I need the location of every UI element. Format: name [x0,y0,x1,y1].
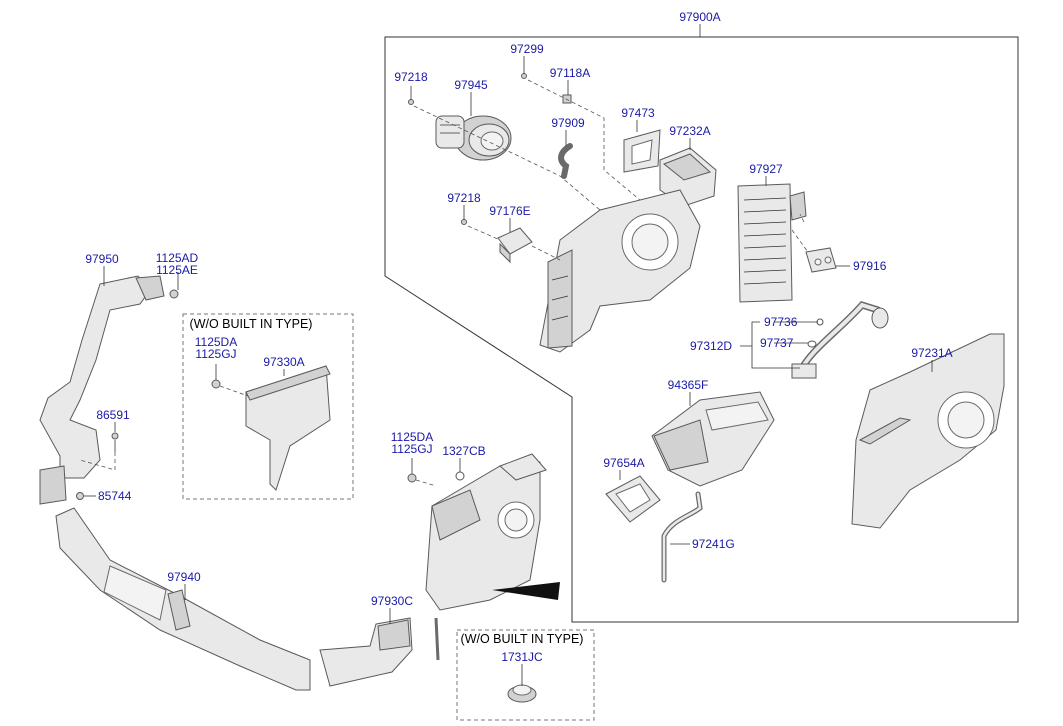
hose-97909 [558,143,573,179]
screw-97299 [521,73,527,79]
label-97299: 97299 [510,42,544,56]
label-1125DA-left: 1125DA [195,335,237,349]
grommet-1327CB [455,471,465,481]
label-97945: 97945 [454,78,488,92]
bolt-1125DA-right [407,473,437,487]
dash-assembly-2 [527,79,641,201]
label-97118A: 97118A [550,66,590,80]
pipe-97312D [791,300,889,379]
label-97312D: 97312D [690,339,732,353]
dash-assembly-5 [799,213,805,223]
blower-motor-97945 [435,115,512,161]
bracket-97330A [245,365,331,491]
label-97473: 97473 [621,106,655,120]
drain-pan-94365F [651,391,775,487]
case-right-half-97231A [851,333,1005,529]
screw-97218-top [408,99,414,105]
o-ring-97737 [807,340,817,348]
bolt-1125AD [169,289,179,299]
label-97916: 97916 [853,259,887,273]
assembly-boundary [384,36,1019,623]
label-97950: 97950 [85,252,119,266]
screw-97218-lower [461,219,467,225]
dash-86591 [79,452,116,471]
label-1125AE: 1125AE [156,263,198,277]
wo-built-in-box-bottom [456,629,595,721]
label-97736: 97736 [764,315,798,329]
note-wo-built-in-bottom: (W/O BUILT IN TYPE) [461,632,584,646]
label-97241G: 97241G [692,537,735,551]
label-97218-top: 97218 [394,70,428,84]
label-97654A: 97654A [603,456,644,470]
leader-lines [84,56,933,686]
label-97232A: 97232A [669,124,710,138]
wo-built-in-box-left [182,313,354,500]
label-1125GJ-right: 1125GJ [391,442,432,456]
label-97737: 97737 [760,336,794,350]
resistor-97176E [497,227,533,264]
label-1327CB: 1327CB [442,444,485,458]
duct-97930C [319,617,413,687]
label-97900A: 97900A [679,10,720,24]
label-1731JC: 1731JC [501,650,543,664]
label-97231A: 97231A [911,346,952,360]
label-97940: 97940 [167,570,201,584]
duct-97950 [39,275,165,505]
label-97927: 97927 [749,162,783,176]
seal-97654A [605,475,661,523]
part-labels: 97900A 97299 97218 97945 97118A 97909 97… [85,10,952,664]
duct-connector-arrow [492,582,560,600]
bolt-1125DA-left [211,379,249,397]
clip-86591 [111,432,119,452]
label-85744: 85744 [98,489,132,503]
case-drain-tube [434,617,440,661]
rear-blower-case [425,453,547,611]
note-wo-built-in-left: (W/O BUILT IN TYPE) [190,317,313,331]
nut-97118A [562,94,572,104]
label-1125DA-right: 1125DA [391,430,433,444]
label-94365F: 94365F [668,378,709,392]
valve-97916 [805,247,837,273]
label-86591: 86591 [96,408,130,422]
drain-hose-97241G [661,491,703,583]
dash-assembly-3 [467,225,561,261]
heater-core-97927 [737,183,807,303]
label-1125AD: 1125AD [156,251,199,265]
dash-assembly-4 [791,229,809,253]
label-1125GJ-left: 1125GJ [195,347,236,361]
case-left-half [539,189,701,353]
label-97330A: 97330A [263,355,304,369]
label-97930C: 97930C [371,594,413,608]
plug-1731JC [507,684,537,703]
label-97909: 97909 [551,116,585,130]
seal-97473 [623,129,661,173]
label-97176E: 97176E [489,204,530,218]
label-97218-lower: 97218 [447,191,481,205]
duct-97940 [55,507,311,691]
clip-85744 [76,492,84,500]
dash-assembly-1 [413,105,601,211]
